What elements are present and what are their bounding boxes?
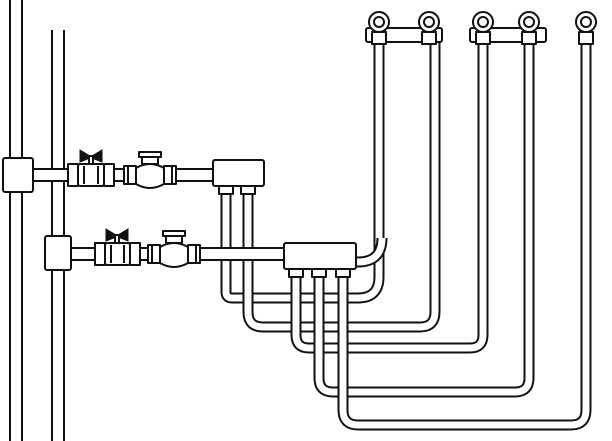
- upper-manifold-outlet-2: [240, 185, 256, 195]
- branch-pipe-4: [313, 32, 535, 398]
- outlet-elbow-1: [368, 11, 390, 45]
- upper-manifold-outlet-1: [218, 185, 234, 195]
- upper-union-nut-2: [103, 163, 115, 187]
- lower-manifold-outlet-1: [288, 268, 304, 278]
- lower-union-nut-1: [94, 242, 106, 266]
- upper-ball-valve-body: [77, 163, 105, 187]
- upper-gate-valve-body: [135, 163, 165, 189]
- branch-pipe-5: [337, 32, 592, 431]
- lower-manifold-outlet-3: [335, 268, 351, 278]
- upper-union-nut-1: [67, 163, 79, 187]
- lower-gate-valve-body: [159, 242, 189, 268]
- upper-valve-stem: [88, 155, 94, 165]
- upper-manifold: [212, 159, 265, 195]
- branch-pipes: [220, 32, 592, 431]
- lower-tee-fitting: [44, 235, 72, 271]
- lower-manifold: [283, 242, 357, 278]
- upper-manifold-body: [212, 159, 265, 187]
- outlet-elbow-5: [575, 11, 597, 45]
- upper-union-3: [123, 165, 137, 185]
- upper-tee-fitting: [2, 157, 34, 193]
- lower-union-4: [187, 244, 201, 264]
- upper-gate-valve-cap: [138, 151, 162, 158]
- branch-pipe-3: [290, 32, 489, 354]
- lower-ball-valve-body: [104, 242, 131, 266]
- upper-union-4: [163, 165, 177, 185]
- outlet-elbow-2: [418, 11, 440, 45]
- lower-manifold-outlet-2: [311, 268, 327, 278]
- lower-manifold-body: [283, 242, 357, 270]
- lower-gate-valve-cap: [162, 230, 186, 237]
- outlet-elbows: [365, 11, 597, 45]
- risers: [9, 0, 65, 441]
- outlet-elbow-3: [472, 11, 494, 45]
- lower-supply-line: [44, 228, 285, 271]
- lower-valve-stem: [114, 234, 120, 244]
- upper-supply-line: [2, 149, 214, 193]
- outlet-elbow-4: [518, 11, 540, 45]
- lower-union-nut-2: [129, 242, 141, 266]
- lower-union-3: [147, 244, 161, 264]
- branch-pipe-6: [352, 237, 388, 268]
